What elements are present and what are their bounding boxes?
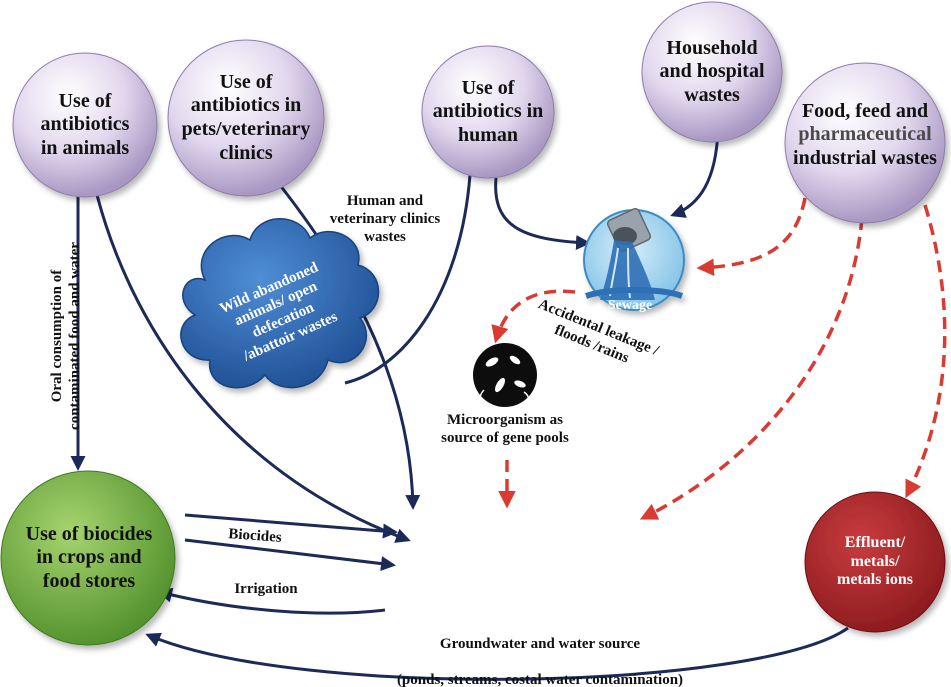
arrow-groundwater-loop (145, 626, 849, 681)
node-human: Use of antibiotics in human (432, 76, 544, 146)
cloud-wild-animals (180, 218, 380, 389)
bubble-pets (167, 39, 325, 197)
bubble-biocides-crops (0, 470, 176, 646)
bacteria-icon (473, 343, 537, 407)
bubble-effluent (804, 491, 946, 633)
label-groundwater: Groundwater and water source (ponds, str… (330, 617, 750, 687)
arrow-food-to-center (639, 217, 864, 520)
node-food-feed: Food, feed and pharmaceutical industrial… (785, 94, 945, 176)
bubble-human (421, 45, 555, 179)
label-clinic-wastes: Human and veterinary clinics wastes (329, 193, 441, 245)
groundwater-line1: Groundwater and water source (439, 636, 641, 652)
node-effluent: Effluent/ metals/ metals ions (837, 533, 913, 589)
arrow-irrigation (157, 587, 386, 615)
node-household: Household and hospital wastes (659, 36, 765, 106)
arrow-biocides-2 (184, 538, 396, 572)
label-irrigation: Irrigation (234, 581, 298, 597)
bubble-animals (12, 52, 158, 198)
arrow-human-to-center (344, 174, 472, 385)
arrow-sewage-to-microorganism (491, 289, 576, 344)
groundwater-line2: (ponds, streams, costal water contaminat… (396, 672, 684, 687)
sewage-node (583, 207, 685, 311)
bubble-food-feed (784, 62, 946, 224)
arrow-pets-to-center (270, 174, 421, 510)
label-oral-consumption: Oral consumption of contaminated food an… (49, 242, 83, 430)
arrow-food-to-sewage (696, 197, 807, 277)
node-microorganism: Microorganism as source of gene pools (441, 412, 569, 446)
node-pets: Use of antibiotics in pets/veterinary cl… (181, 70, 311, 164)
arrow-human-to-sewage (494, 177, 591, 250)
arrow-household-to-sewage (670, 129, 720, 218)
node-sewage: Sewage (607, 297, 653, 313)
node-biocides-crops: Use of biocides in crops and food stores (25, 522, 153, 592)
bubble-household (641, 1, 783, 143)
node-animals: Use of antibiotics in animals (40, 89, 130, 159)
arrow-food-to-effluent (905, 204, 947, 499)
arrow-biocides (184, 513, 398, 539)
food-feed-line3: industrial wastes (793, 146, 937, 169)
arrow-animals-to-center (95, 194, 411, 543)
food-feed-line2: pharmaceutical (798, 123, 932, 146)
food-feed-line1: Food, feed and (801, 99, 929, 122)
